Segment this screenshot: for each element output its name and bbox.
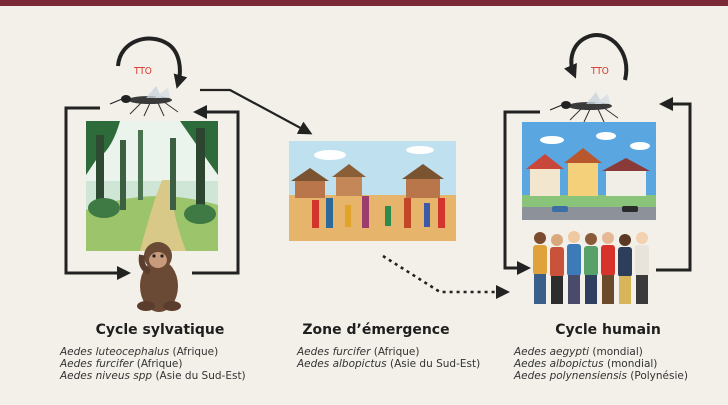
sylvatic-cycle [64,36,240,312]
human-cycle-title: Cycle humain [555,322,661,338]
list-item: Aedes luteocephalus (Afrique) [60,346,219,358]
human-right-loop-arrow [656,97,692,272]
top-accent-rule [0,0,728,6]
sylvatic-right-loop-arrow [192,105,240,275]
list-item: Aedes polynensiensis (Polynésie) [514,370,688,382]
list-item: Aedes furcifer (Afrique) [297,346,420,358]
human-mosquito [549,92,619,123]
sylvatic-mosquito [109,86,179,117]
forest-image [86,121,218,251]
sylvatic-species-list: Aedes luteocephalus (Afrique) Aedes furc… [60,346,246,382]
human-cycle [503,33,692,304]
people-group-illustration [533,231,649,304]
village-image [289,141,456,241]
emergence-species-list: Aedes furcifer (Afrique) Aedes albopictu… [297,346,480,370]
emergence-zone [289,141,456,241]
list-item: Aedes furcifer (Afrique) [60,358,183,370]
list-item: Aedes aegypti (mondial) [514,346,643,358]
list-item: Aedes albopictus (Asie du Sud-Est) [297,358,481,370]
emergence-zone-title: Zone d’émergence [302,322,450,338]
sylvatic-tto-loop-arrow [116,36,188,89]
list-item: Aedes niveus spp (Asie du Sud-Est) [60,370,246,382]
sylvatic-tto-label: TTO [134,66,152,77]
arrow-to-emergence [200,88,313,135]
sylvatic-left-loop-arrow [64,106,131,280]
sylvatic-cycle-title: Cycle sylvatique [95,322,225,338]
human-tto-loop-arrow [564,33,629,81]
list-item: Aedes albopictus (mondial) [514,358,658,370]
chimpanzee-illustration [137,242,181,312]
dotted-arrow-to-human [382,254,510,299]
human-left-loop-arrow [503,110,540,275]
town-image [522,122,656,220]
human-species-list: Aedes aegypti (mondial) Aedes albopictus… [514,346,688,382]
human-tto-label: TTO [591,66,609,77]
